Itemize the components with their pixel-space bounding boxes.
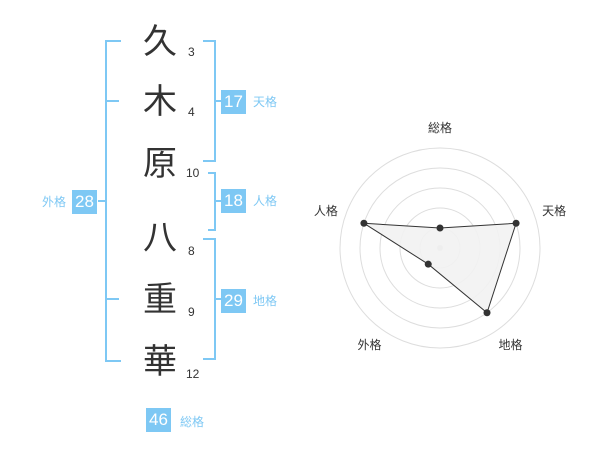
radar-axis-label-soukaku: 総格 [428, 120, 452, 135]
soukaku-label: 総格 [180, 415, 205, 429]
stroke-count-4: 8 [188, 244, 195, 258]
chikaku-value: 29 [221, 289, 246, 313]
tenkaku-label: 天格 [253, 95, 278, 109]
kanji-6: 華 [143, 342, 177, 382]
gaikaku-connector [98, 200, 107, 202]
radar-ring-4 [359, 167, 521, 329]
fortune-radar-chart: 総格 天格 地格 外格 人格 [314, 120, 566, 352]
gaikaku-bracket [105, 40, 121, 362]
kanji-3: 原 [143, 144, 177, 184]
radar-point-4 [360, 219, 368, 227]
jinkaku-value: 18 [221, 189, 246, 213]
radar-points [360, 219, 520, 317]
radar-point-3 [424, 260, 432, 268]
radar-ring-5 [339, 147, 541, 349]
stroke-count-2: 4 [188, 105, 195, 119]
gaikaku-label: 外格 [42, 195, 67, 209]
radar-point-0 [436, 224, 444, 232]
gaikaku-tick-lower [105, 298, 119, 300]
stroke-count-6: 12 [186, 367, 200, 381]
kanji-2: 木 [143, 82, 177, 122]
gaikaku-tick-upper [105, 100, 119, 102]
kanji-1: 久 [143, 22, 177, 62]
radar-axis-label-jinkaku: 人格 [314, 203, 338, 218]
radar-point-2 [483, 309, 491, 317]
gaikaku-value: 28 [72, 190, 97, 214]
kanji-5: 重 [143, 280, 177, 320]
kanji-4: 八 [143, 218, 177, 258]
radar-axis-label-tenkaku: 天格 [542, 203, 566, 218]
radar-axis-label-gaikaku: 外格 [357, 337, 381, 352]
chikaku-label: 地格 [253, 294, 278, 308]
tenkaku-connector [214, 100, 222, 102]
radar-point-1 [512, 219, 520, 227]
radar-area [363, 222, 517, 314]
tenkaku-value: 17 [221, 90, 246, 114]
chikaku-connector [214, 298, 222, 300]
jinkaku-connector [214, 200, 222, 202]
soukaku-value: 46 [146, 408, 171, 432]
stroke-count-1: 3 [188, 45, 195, 59]
stroke-count-5: 9 [188, 305, 195, 319]
radar-axis-label-chikaku: 地格 [499, 337, 523, 352]
jinkaku-label: 人格 [253, 194, 278, 208]
stroke-count-3: 10 [186, 166, 200, 180]
